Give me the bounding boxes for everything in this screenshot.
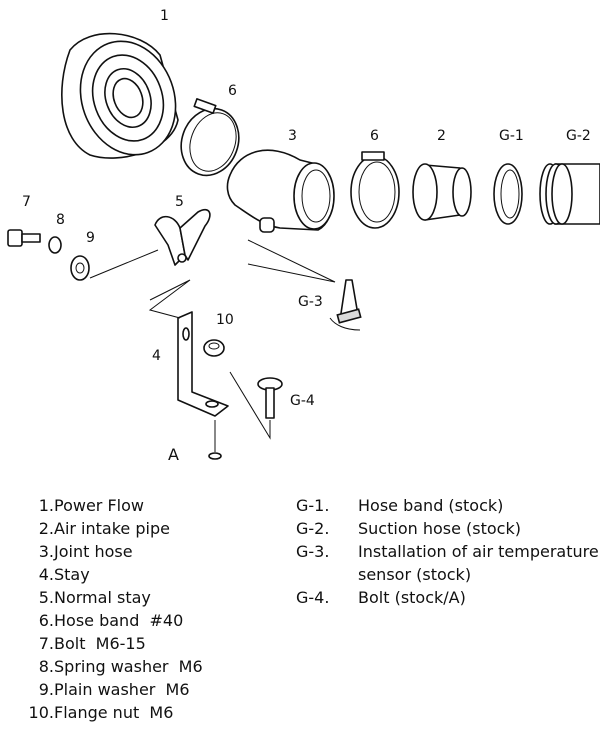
callout-4: 4 <box>152 348 161 364</box>
legend-row: G-1. Hose band (stock) <box>296 494 599 517</box>
legend-text: Bolt M6-15 <box>54 634 146 653</box>
callout-5: 5 <box>175 194 184 210</box>
exploded-parts-diagram: 1 6 3 6 2 G-1 G-2 7 8 9 5 G-3 10 4 G-4 A <box>7 8 600 464</box>
joint-hose-icon <box>226 149 335 233</box>
legend-number <box>296 563 358 586</box>
legend-number: G-2. <box>296 519 330 538</box>
temperature-sensor-icon <box>329 279 362 331</box>
legend-text: Power Flow <box>54 496 144 515</box>
washer-icon <box>70 255 90 281</box>
callout-6b: 6 <box>370 128 379 144</box>
hose-band-icon <box>180 98 240 177</box>
legend-row: G-4. Bolt (stock/A) <box>296 586 599 609</box>
legend-text: Bolt (stock/A) <box>358 588 466 607</box>
bolt-icon <box>257 377 283 419</box>
legend-text: Plain washer M6 <box>54 680 190 699</box>
bracket-icon <box>154 208 211 266</box>
legend-number: 1. <box>38 496 54 515</box>
legend-row: 3. Joint hose <box>18 540 203 563</box>
legend-text: sensor (stock) <box>358 565 472 584</box>
callout-10: 10 <box>216 312 234 328</box>
callout-a: A <box>168 445 179 464</box>
suction-hose-icon <box>539 163 600 225</box>
legend-text: Flange nut M6 <box>54 703 174 722</box>
parts-legend-right: G-1. Hose band (stock)G-2. Suction hose … <box>296 494 599 609</box>
callout-g1: G-1 <box>499 128 524 144</box>
legend-number: 8. <box>38 657 54 676</box>
legend-number: 5. <box>38 588 54 607</box>
callout-1: 1 <box>160 8 169 24</box>
legend-row: G-3. Installation of air temperature <box>296 540 599 563</box>
legend-number: 6. <box>38 611 54 630</box>
callout-g2: G-2 <box>566 128 591 144</box>
hose-band-icon <box>493 163 523 225</box>
mount-hole-icon <box>208 452 222 460</box>
legend-row: 8. Spring washer M6 <box>18 655 203 678</box>
legend-number: G-4. <box>296 588 330 607</box>
legend-row: 10. Flange nut M6 <box>18 701 203 724</box>
legend-row: sensor (stock) <box>296 563 599 586</box>
legend-number: G-1. <box>296 496 330 515</box>
legend-text: Joint hose <box>54 542 133 561</box>
legend-number: 3. <box>38 542 54 561</box>
legend-text: Normal stay <box>54 588 151 607</box>
air-filter-icon <box>61 32 179 159</box>
legend-text: Stay <box>54 565 90 584</box>
callout-2: 2 <box>437 128 446 144</box>
legend-text: Installation of air temperature <box>358 542 599 561</box>
bracket-icon <box>177 311 229 417</box>
callout-g4: G-4 <box>290 393 315 409</box>
legend-number: 2. <box>38 519 54 538</box>
legend-row: 4. Stay <box>18 563 203 586</box>
washer-icon <box>48 236 62 254</box>
legend-text: Hose band (stock) <box>358 496 504 515</box>
legend-row: 1. Power Flow <box>18 494 203 517</box>
legend-number: 4. <box>38 565 54 584</box>
leader-lines <box>89 239 336 452</box>
callout-g3: G-3 <box>298 294 323 310</box>
callout-9: 9 <box>86 230 95 246</box>
hose-band-icon <box>350 151 400 229</box>
legend-text: Hose band #40 <box>54 611 184 630</box>
legend-row: 6. Hose band #40 <box>18 609 203 632</box>
callout-6a: 6 <box>228 83 237 99</box>
callout-3: 3 <box>288 128 297 144</box>
bolt-icon <box>7 229 41 247</box>
callout-7: 7 <box>22 194 31 210</box>
callout-8: 8 <box>56 212 65 228</box>
legend-text: Air intake pipe <box>54 519 170 538</box>
legend-number: 9. <box>38 680 54 699</box>
legend-text: Suction hose (stock) <box>358 519 521 538</box>
legend-row: G-2. Suction hose (stock) <box>296 517 599 540</box>
legend-number: 10. <box>28 703 54 722</box>
air-intake-pipe-icon <box>412 163 472 221</box>
legend-row: 9. Plain washer M6 <box>18 678 203 701</box>
legend-row: 2. Air intake pipe <box>18 517 203 540</box>
flange-nut-icon <box>203 339 225 357</box>
legend-row: 5. Normal stay <box>18 586 203 609</box>
legend-text: Spring washer M6 <box>54 657 203 676</box>
legend-number: G-3. <box>296 542 330 561</box>
legend-row: 7. Bolt M6-15 <box>18 632 203 655</box>
legend-number: 7. <box>38 634 54 653</box>
